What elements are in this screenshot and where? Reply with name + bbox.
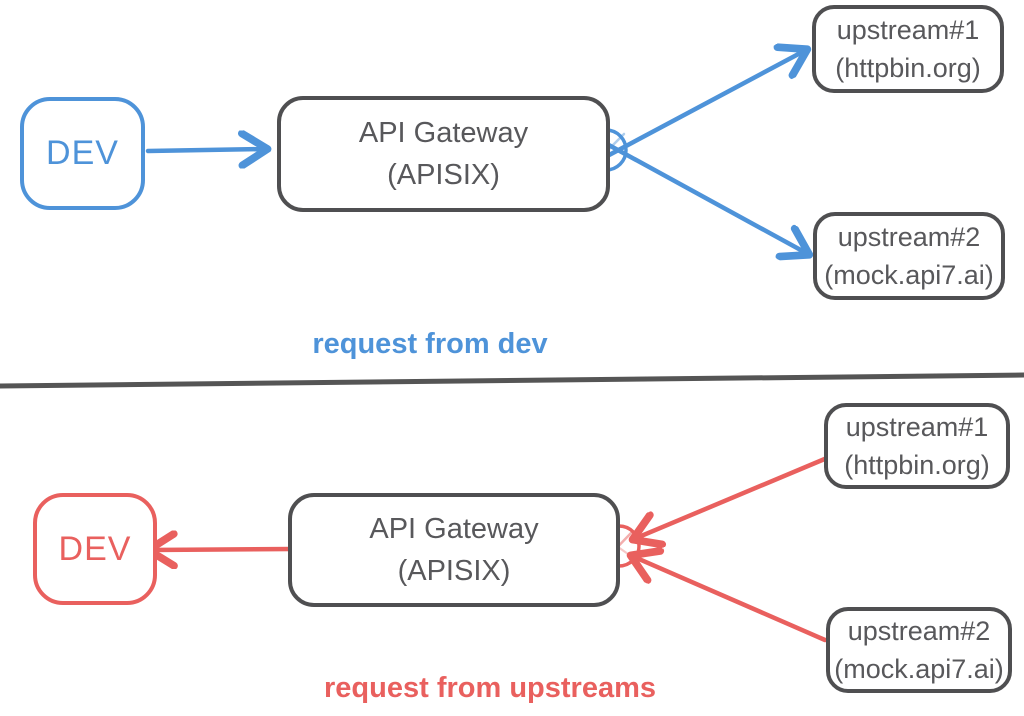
dev-label: DEV <box>58 529 132 568</box>
upstream1-name: upstream#1 <box>845 412 989 442</box>
upstream1-name: upstream#1 <box>836 15 980 45</box>
arrow-gateway-to-dev <box>150 549 295 550</box>
node-upstream2-bottom: upstream#2 (mock.api7.ai) <box>826 607 1012 693</box>
caption-request-from-dev: request from dev <box>312 328 548 360</box>
gateway-title: API Gateway <box>369 513 539 545</box>
upstream2-host: (mock.api7.ai) <box>834 654 1004 684</box>
node-upstream2-top: upstream#2 (mock.api7.ai) <box>813 212 1005 300</box>
arrow-upstream1-to-gateway <box>634 455 830 539</box>
section-divider <box>0 372 1024 389</box>
caption-request-from-upstreams: request from upstreams <box>324 672 656 704</box>
gateway-subtitle: (APISIX) <box>387 159 500 191</box>
arrow-gateway-to-upstream1 <box>593 50 806 165</box>
upstream2-host: (mock.api7.ai) <box>824 260 994 290</box>
node-api-gateway-bottom: API Gateway (APISIX) <box>288 493 620 607</box>
upstream2-name: upstream#2 <box>847 616 991 646</box>
arrow-dev-to-gateway <box>145 149 266 151</box>
node-upstream1-top: upstream#1 (httpbin.org) <box>812 5 1004 93</box>
upstream2-name: upstream#2 <box>837 222 981 252</box>
node-dev-bottom: DEV <box>33 493 157 605</box>
gateway-title: API Gateway <box>358 117 529 149</box>
gateway-subtitle: (APISIX) <box>397 555 511 587</box>
upstream1-host: (httpbin.org) <box>844 450 990 480</box>
dev-label: DEV <box>46 134 119 172</box>
node-api-gateway-top: API Gateway (APISIX) <box>277 96 610 212</box>
node-upstream1-bottom: upstream#1 (httpbin.org) <box>824 403 1010 489</box>
arrow-gateway-to-upstream2 <box>593 135 808 254</box>
upstream1-host: (httpbin.org) <box>835 53 981 83</box>
node-dev-top: DEV <box>20 97 145 210</box>
arrow-upstream2-to-gateway <box>632 556 828 643</box>
